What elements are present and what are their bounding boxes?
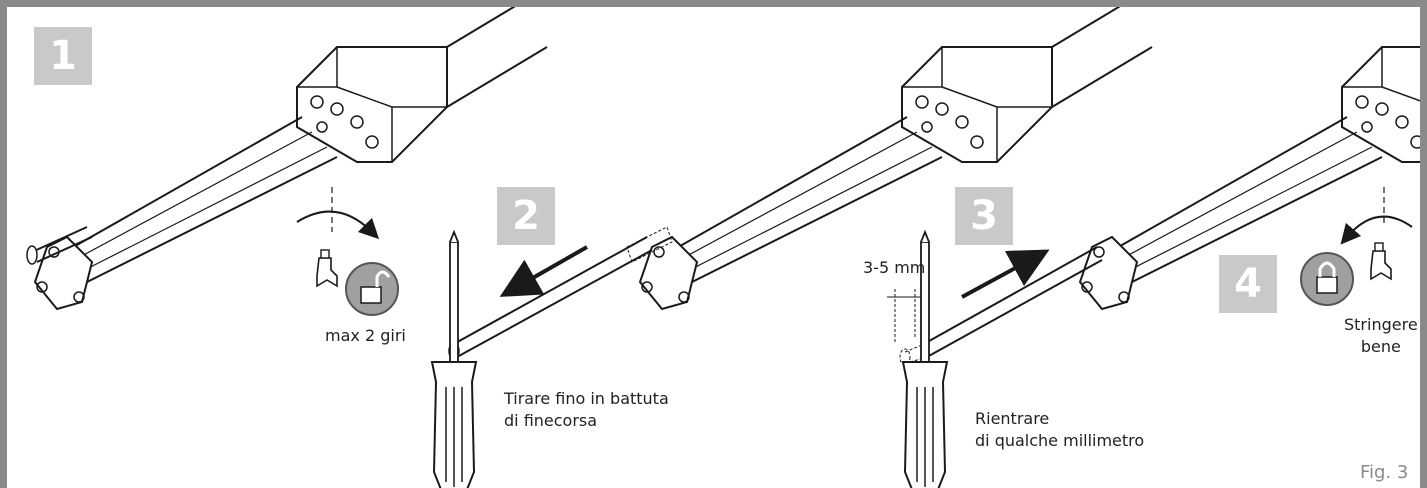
step3-caption: Rientrare di qualche millimetro <box>975 409 1145 450</box>
rotate-arrow-icon <box>1340 215 1413 245</box>
release-key-icon <box>316 249 338 287</box>
step-badge-3: 3 <box>955 187 1013 245</box>
release-key-icon <box>1370 242 1392 280</box>
screwdriver-icon <box>431 231 477 488</box>
step2-caption: Tirare fino in battuta di finecorsa <box>504 389 669 430</box>
direction-arrow-icon <box>961 249 1050 299</box>
actuator-panel-3 <box>887 7 1420 488</box>
actuator-panel-2 <box>431 7 1153 488</box>
actuator-panel-1 <box>26 7 548 310</box>
step3-dimension: 3-5 mm <box>863 258 926 277</box>
step1-note: max 2 giri <box>325 326 406 345</box>
step4-caption: Stringere bene <box>1344 315 1418 356</box>
step-badge-4: 4 <box>1219 255 1277 313</box>
step-badge-1: 1 <box>34 27 92 85</box>
lock-icon <box>1300 252 1354 306</box>
unlock-icon <box>345 262 399 316</box>
direction-arrow-icon <box>499 245 588 297</box>
figure-label: Fig. 3 <box>1360 462 1409 483</box>
actuator-diagram <box>26 7 1420 488</box>
step-badge-2: 2 <box>497 187 555 245</box>
rotate-arrow-icon <box>296 210 380 240</box>
